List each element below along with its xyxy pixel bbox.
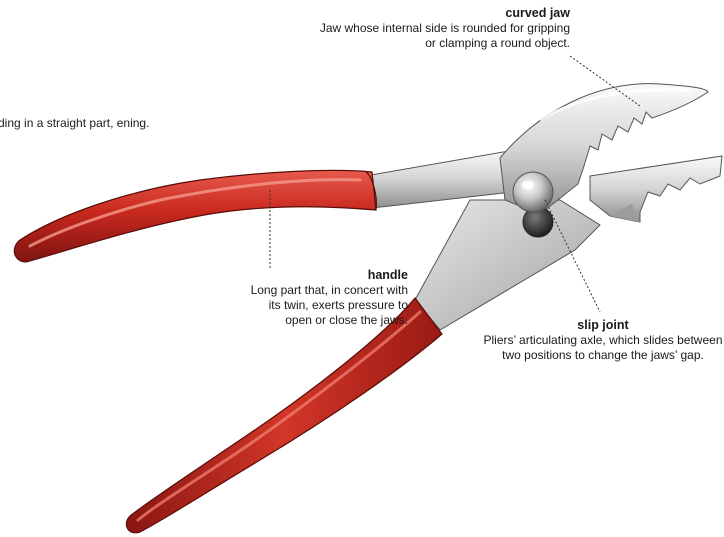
label-handle: handle Long part that, in concert with i… [248, 268, 408, 328]
label-partial-left: ding in a straight part, ening. [0, 116, 158, 131]
lower-handle-shank [415, 200, 600, 330]
handle-term: handle [248, 268, 408, 283]
partial-left-description: ding in a straight part, ening. [0, 116, 158, 131]
label-slip-joint: slip joint Pliers’ articulating axle, wh… [480, 318, 724, 363]
label-curved-jaw: curved jaw Jaw whose internal side is ro… [318, 6, 570, 51]
curved-jaw-term: curved jaw [318, 6, 570, 21]
curved-jaw-description: Jaw whose internal side is rounded for g… [318, 21, 570, 51]
handle-description: Long part that, in concert with its twin… [248, 283, 408, 328]
upper-red-handle [14, 170, 376, 262]
slip-joint-description: Pliers’ articulating axle, which slides … [480, 333, 724, 363]
lower-red-handle [126, 298, 442, 533]
slip-joint-term: slip joint [480, 318, 724, 333]
lower-jaw [590, 156, 722, 222]
